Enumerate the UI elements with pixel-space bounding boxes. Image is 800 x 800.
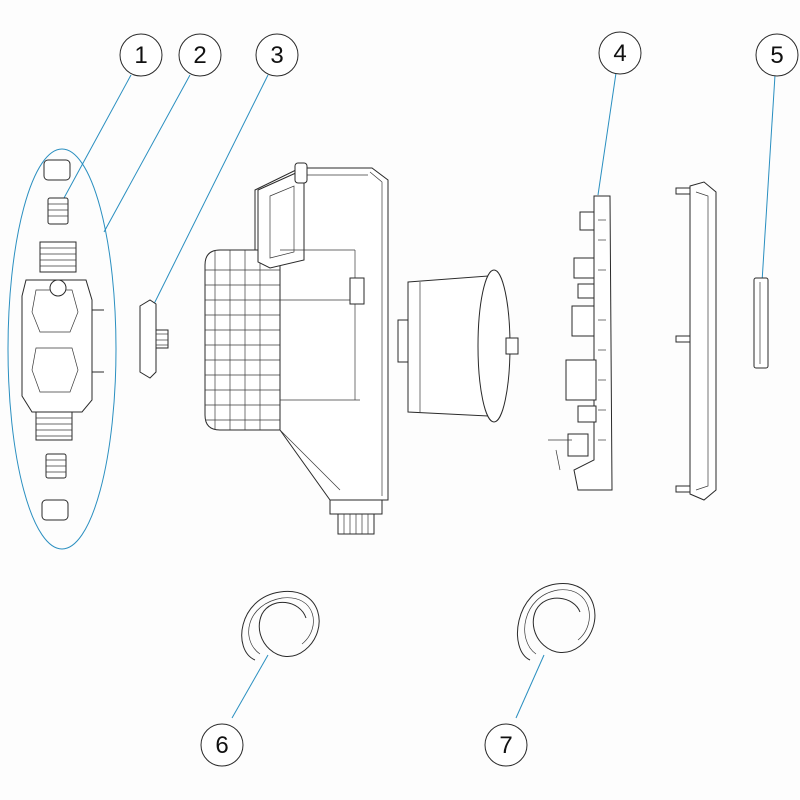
union-knob (49, 279, 67, 297)
front-cover (675, 181, 717, 501)
nut-top (43, 159, 71, 181)
callout-label-2: 2 (193, 42, 206, 69)
leader-line-2 (103, 74, 191, 233)
callout-2: 2 (178, 33, 222, 77)
nut-bottom (41, 499, 69, 521)
group-ellipse-1-2 (7, 148, 117, 550)
leader-lines (7, 72, 776, 719)
fittings-assembly (21, 159, 104, 521)
callout-4: 4 (598, 31, 642, 75)
callout-7: 7 (484, 723, 528, 767)
callouts: 1 2 3 4 5 6 7 (119, 31, 799, 767)
small-component (753, 277, 769, 369)
callout-label-4: 4 (613, 40, 626, 67)
callout-label-3: 3 (270, 42, 283, 69)
cable-coil-6 (241, 591, 320, 661)
housing-handle (257, 171, 305, 269)
leader-line-7 (515, 654, 545, 719)
circuit-board (548, 195, 613, 491)
callout-6: 6 (200, 723, 244, 767)
tail-top (47, 197, 69, 225)
leader-line-4 (597, 72, 617, 196)
callout-1: 1 (119, 33, 163, 77)
motor-cylinder (397, 269, 519, 423)
bottom-fitting-base (329, 499, 383, 515)
leader-line-6 (231, 654, 269, 719)
seal-plug (139, 299, 169, 379)
cable-coil-7 (517, 583, 596, 661)
callout-label-7: 7 (499, 732, 512, 759)
leader-line-1 (63, 74, 132, 199)
callout-5: 5 (755, 33, 799, 77)
heatsink (204, 249, 281, 431)
main-housing (204, 162, 389, 535)
union-thread-top (39, 241, 77, 273)
callout-label-1: 1 (134, 42, 147, 69)
leader-line-3 (149, 74, 269, 313)
leader-line-5 (761, 74, 776, 283)
union-thread-bottom (35, 411, 73, 441)
callout-3: 3 (255, 33, 299, 77)
callout-label-5: 5 (770, 42, 783, 69)
callout-label-6: 6 (215, 732, 228, 759)
